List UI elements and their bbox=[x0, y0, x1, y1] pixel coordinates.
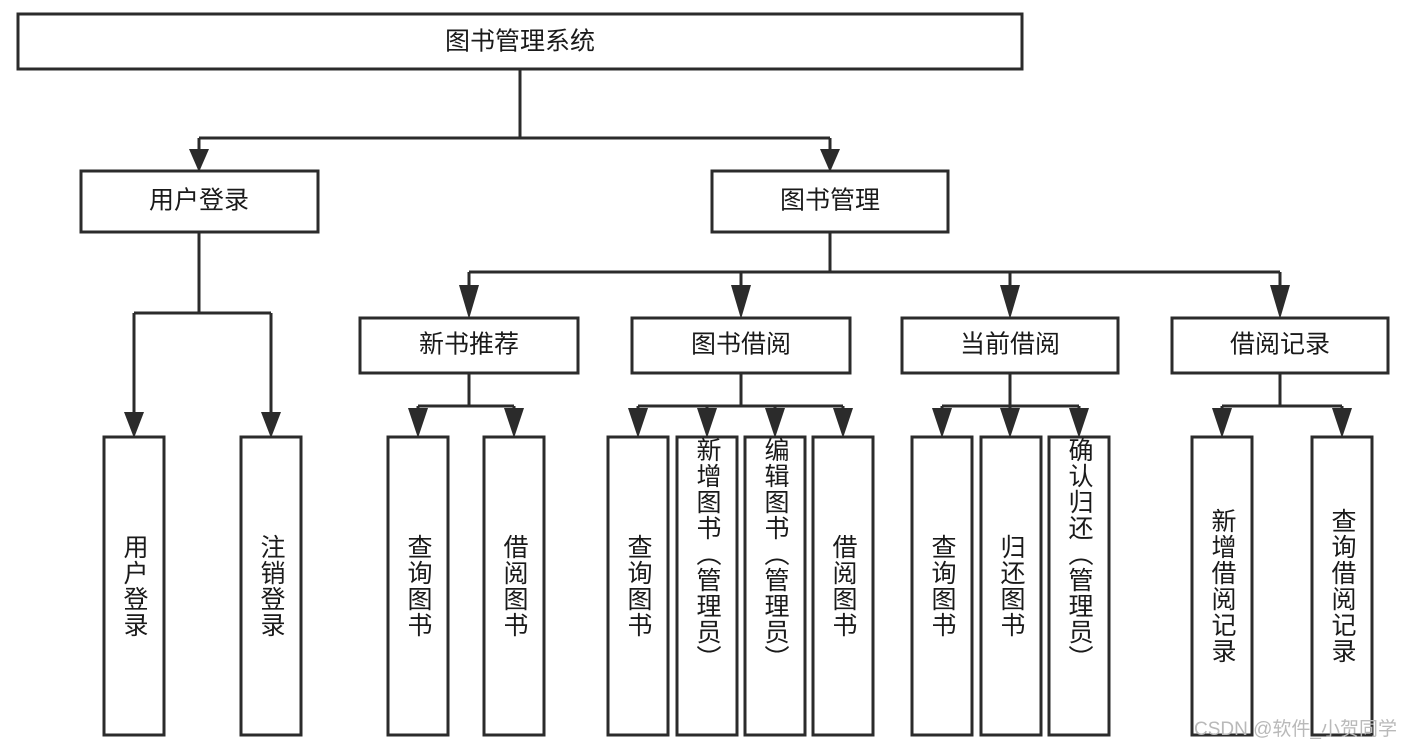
leaf-edit-book-admin-box[interactable] bbox=[743, 435, 807, 737]
node-book-manage[interactable]: 图书管理 bbox=[710, 169, 950, 234]
arrowhead-leaf-query-borrow-record bbox=[1332, 408, 1352, 438]
connector-book-borrow-bus bbox=[636, 373, 845, 424]
node-book-borrow-label: 图书借阅 bbox=[691, 331, 791, 359]
arrowhead-leaf-query-book-cur bbox=[932, 408, 952, 438]
arrowhead-borrow-record bbox=[1270, 285, 1290, 319]
arrowhead-leaf-add-book-admin bbox=[697, 408, 717, 438]
node-borrow-record-box[interactable] bbox=[1170, 316, 1390, 375]
leaf-return-book-box[interactable] bbox=[979, 435, 1043, 737]
connector-book-manage-bus bbox=[467, 232, 1282, 296]
node-borrow-record[interactable]: 借阅记录 bbox=[1170, 316, 1390, 375]
arrowhead-leaf-return-book bbox=[1000, 408, 1020, 438]
arrowhead-book-borrow bbox=[731, 285, 751, 319]
connector-user-login-bus bbox=[132, 232, 273, 430]
arrowhead-leaf-user-login bbox=[124, 412, 144, 438]
node-root[interactable]: 图书管理系统 bbox=[16, 12, 1024, 71]
node-book-manage-box[interactable] bbox=[710, 169, 950, 234]
arrowhead-leaf-logout bbox=[261, 412, 281, 438]
leaf-query-book-rec-box[interactable] bbox=[386, 435, 450, 737]
node-user-login-label: 用户登录 bbox=[149, 187, 249, 215]
leaf-query-book-cur-box[interactable] bbox=[910, 435, 974, 737]
leaf-box-layer bbox=[102, 435, 1374, 737]
node-new-book-rec-label: 新书推荐 bbox=[419, 331, 519, 359]
node-user-login-box[interactable] bbox=[79, 169, 320, 234]
leaf-confirm-return-admin-box[interactable] bbox=[1047, 435, 1111, 737]
arrowhead-book-manage bbox=[820, 149, 840, 172]
leaf-borrow-book-rec-box[interactable] bbox=[482, 435, 546, 737]
arrowhead-user-login bbox=[189, 149, 209, 172]
arrowhead-leaf-query-book-rec bbox=[408, 408, 428, 438]
node-book-borrow-box[interactable] bbox=[630, 316, 852, 375]
leaf-query-book-borrow-box[interactable] bbox=[606, 435, 670, 737]
node-root-label: 图书管理系统 bbox=[445, 28, 595, 56]
connector-new-book-rec-bus bbox=[416, 373, 516, 424]
leaf-borrow-book-box[interactable] bbox=[811, 435, 875, 737]
node-new-book-rec[interactable]: 新书推荐 bbox=[358, 316, 580, 375]
node-user-login[interactable]: 用户登录 bbox=[79, 169, 320, 234]
node-current-borrow[interactable]: 当前借阅 bbox=[900, 316, 1120, 375]
connector-borrow-record-bus bbox=[1220, 373, 1344, 424]
node-new-book-rec-box[interactable] bbox=[358, 316, 580, 375]
node-book-borrow[interactable]: 图书借阅 bbox=[630, 316, 852, 375]
arrowhead-leaf-borrow-book-rec bbox=[504, 408, 524, 438]
leaf-add-book-admin-box[interactable] bbox=[675, 435, 739, 737]
node-current-borrow-box[interactable] bbox=[900, 316, 1120, 375]
arrowhead-leaf-query-book-borrow bbox=[628, 408, 648, 438]
leaf-logout-box[interactable] bbox=[239, 435, 303, 737]
arrowhead-leaf-confirm-return-admin bbox=[1069, 408, 1089, 438]
arrowhead-leaf-borrow-book bbox=[833, 408, 853, 438]
csdn-watermark: CSDN @软件_小贺同学 bbox=[1194, 719, 1397, 740]
arrowhead-new-book-rec bbox=[459, 285, 479, 319]
connector-layer bbox=[124, 69, 1352, 438]
arrowhead-leaf-add-borrow-record bbox=[1212, 408, 1232, 438]
arrowhead-current-borrow bbox=[1000, 285, 1020, 319]
leaf-add-borrow-record-box[interactable] bbox=[1190, 435, 1254, 737]
leaf-user-login-box[interactable] bbox=[102, 435, 166, 737]
leaf-query-borrow-record-box[interactable] bbox=[1310, 435, 1374, 737]
connector-root-bus bbox=[197, 69, 832, 164]
node-root-box[interactable] bbox=[16, 12, 1024, 71]
node-book-manage-label: 图书管理 bbox=[780, 187, 880, 215]
node-current-borrow-label: 当前借阅 bbox=[960, 331, 1060, 359]
node-borrow-record-label: 借阅记录 bbox=[1230, 331, 1330, 359]
arrowhead-leaf-edit-book-admin bbox=[765, 408, 785, 438]
